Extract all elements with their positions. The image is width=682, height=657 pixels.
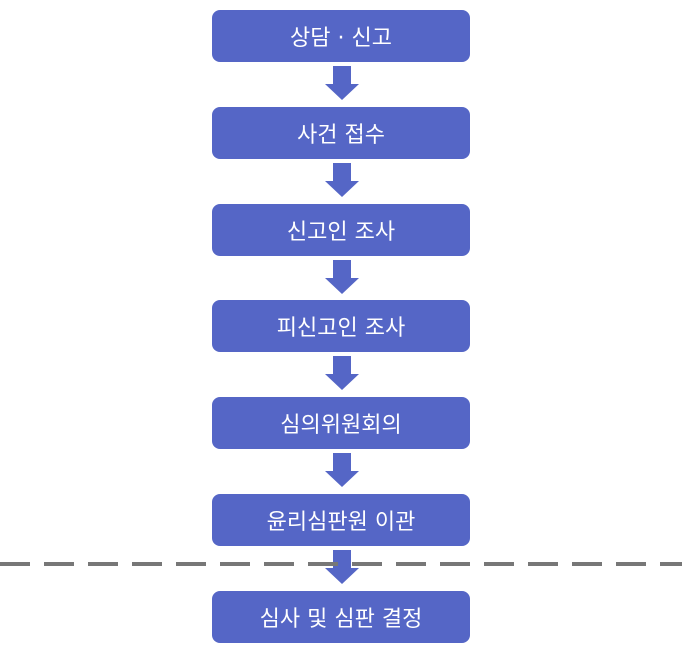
step-committee-meeting: 심의위원회의 [212, 397, 470, 449]
arrow-down-icon [325, 356, 359, 390]
step-consultation-report: 상담 · 신고 [212, 10, 470, 62]
step-ethics-tribunal-transfer: 윤리심판원 이관 [212, 494, 470, 546]
step-reporter-investigation: 신고인 조사 [212, 204, 470, 256]
arrow-down-icon [325, 550, 359, 584]
dashed-divider [0, 562, 682, 566]
arrow-down-icon [325, 66, 359, 100]
step-respondent-investigation: 피신고인 조사 [212, 300, 470, 352]
step-case-intake: 사건 접수 [212, 107, 470, 159]
arrow-down-icon [325, 453, 359, 487]
arrow-down-icon [325, 163, 359, 197]
step-review-decision: 심사 및 심판 결정 [212, 591, 470, 643]
arrow-down-icon [325, 260, 359, 294]
